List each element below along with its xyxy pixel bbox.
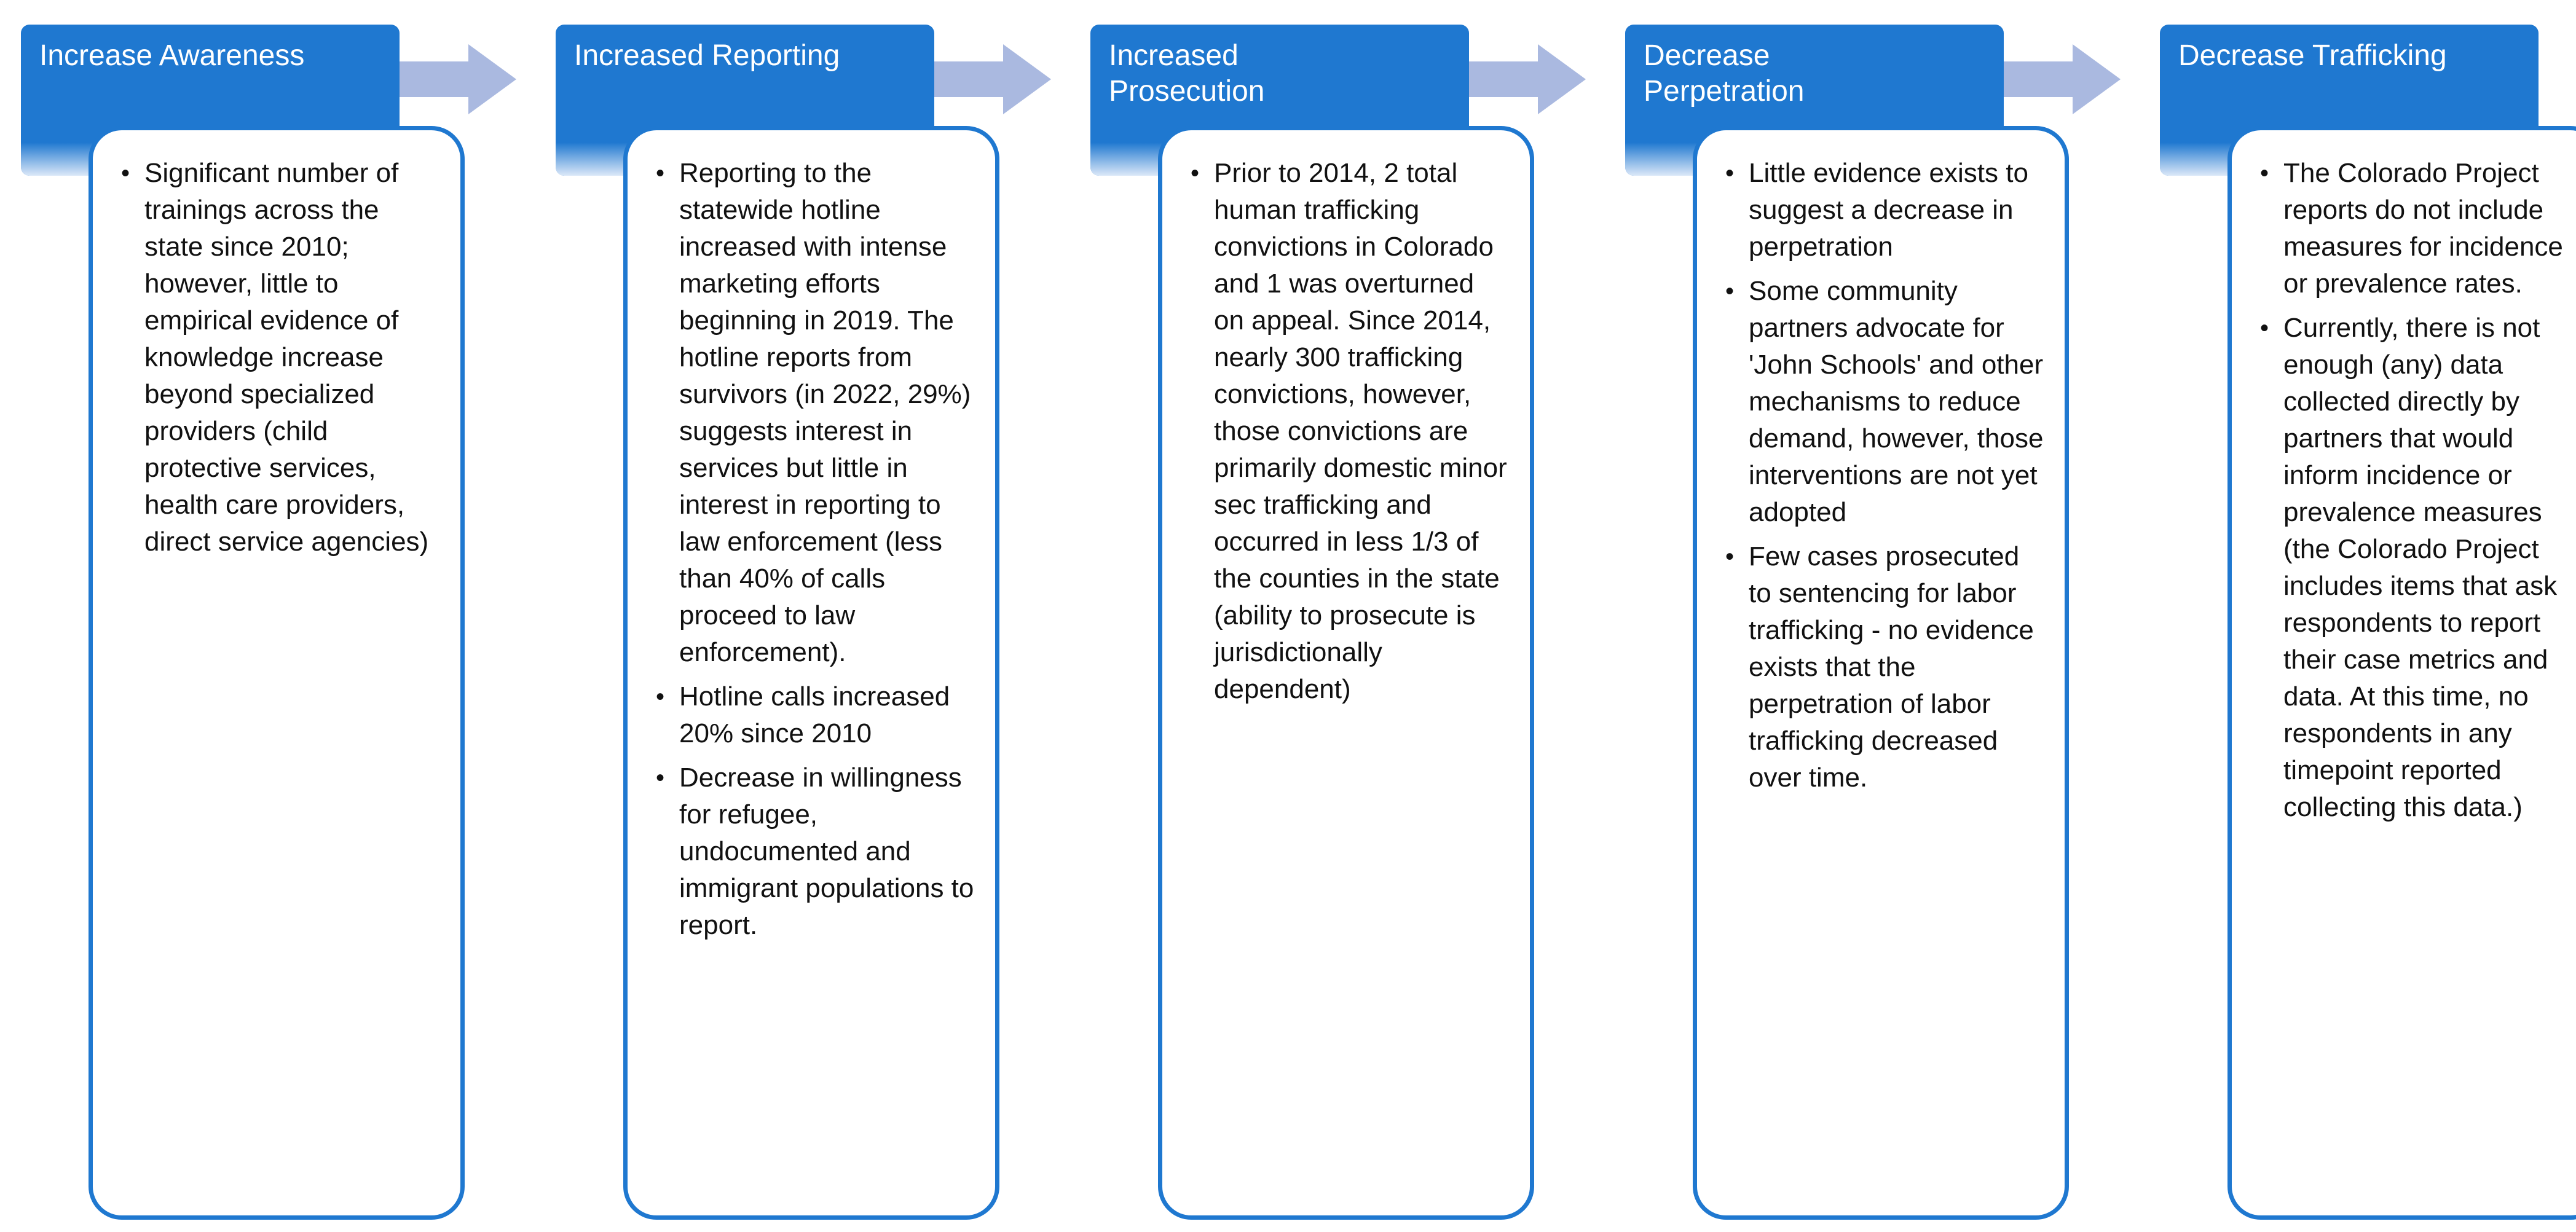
bullet-item: • Some community partners advocate for 'J… <box>1725 273 2046 531</box>
bullet-dot-icon: • <box>1191 160 1200 187</box>
bullet-item: • Little evidence exists to suggest a dec… <box>1725 155 2046 265</box>
bullet-dot-icon: • <box>2260 315 2269 342</box>
bullet-item: • Significant number of trainings across … <box>121 155 442 560</box>
bullet-list: • Little evidence exists to suggest a dec… <box>1725 155 2046 796</box>
right-arrow-icon <box>934 44 1051 114</box>
bullet-item: • Prior to 2014, 2 total human traffickin… <box>1191 155 1511 708</box>
bullet-list: • The Colorado Project reports do not inc… <box>2260 155 2576 826</box>
bullet-item: • Few cases prosecuted to sentencing for … <box>1725 538 2046 796</box>
bullet-text: The Colorado Project reports do not incl… <box>2283 158 2563 299</box>
bullet-list: • Prior to 2014, 2 total human traffickin… <box>1191 155 1511 708</box>
bullet-text: Significant number of trainings across t… <box>144 158 429 557</box>
bullet-text: Currently, there is not enough (any) dat… <box>2283 313 2558 822</box>
bullet-dot-icon: • <box>2260 160 2269 187</box>
bullet-text: Decrease in willingness for refugee, und… <box>679 763 974 940</box>
bullet-list: • Significant number of trainings across … <box>121 155 442 560</box>
right-arrow-icon <box>1469 44 1586 114</box>
bullet-dot-icon: • <box>656 764 665 791</box>
right-arrow-icon <box>2004 44 2121 114</box>
bullet-item: • Decrease in willingness for refugee, un… <box>656 759 977 944</box>
bullet-text: Reporting to the statewide hotline incre… <box>679 158 971 667</box>
bullet-item: • The Colorado Project reports do not inc… <box>2260 155 2576 302</box>
bullet-dot-icon: • <box>1725 278 1735 305</box>
stage-card: • Reporting to the statewide hotline incr… <box>623 126 999 1220</box>
stage-card: • Prior to 2014, 2 total human traffickin… <box>1158 126 1534 1220</box>
bullet-dot-icon: • <box>121 160 130 187</box>
bullet-dot-icon: • <box>656 160 665 187</box>
bullet-item: • Hotline calls increased 20% since 2010 <box>656 678 977 752</box>
stage-card: • The Colorado Project reports do not inc… <box>2227 126 2576 1220</box>
bullet-text: Little evidence exists to suggest a decr… <box>1749 158 2028 262</box>
bullet-dot-icon: • <box>1725 160 1735 187</box>
bullet-dot-icon: • <box>656 683 665 710</box>
bullet-item: • Reporting to the statewide hotline incr… <box>656 155 977 671</box>
right-arrow-icon <box>400 44 516 114</box>
bullet-item: • Currently, there is not enough (any) da… <box>2260 310 2576 826</box>
bullet-text: Hotline calls increased 20% since 2010 <box>679 681 950 748</box>
stage-card: • Significant number of trainings across … <box>89 126 465 1220</box>
bullet-list: • Reporting to the statewide hotline incr… <box>656 155 977 944</box>
bullet-dot-icon: • <box>1725 543 1735 570</box>
bullet-text: Some community partners advocate for 'Jo… <box>1749 276 2044 527</box>
stage-card: • Little evidence exists to suggest a dec… <box>1693 126 2069 1220</box>
bullet-text: Prior to 2014, 2 total human trafficking… <box>1214 158 1507 704</box>
bullet-text: Few cases prosecuted to sentencing for l… <box>1749 541 2034 793</box>
